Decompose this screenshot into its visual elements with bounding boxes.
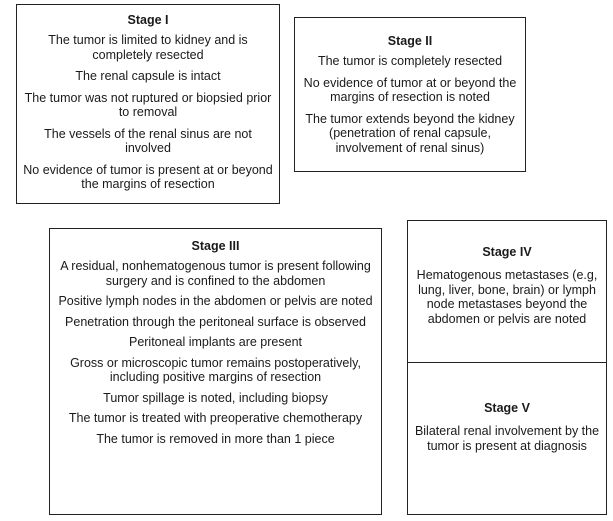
stage-2-criterion: No evidence of tumor at or beyond the ma…	[303, 75, 517, 105]
stage-3-criterion: Tumor spillage is noted, including biops…	[103, 390, 328, 405]
stage-1-criterion: The renal capsule is intact	[75, 69, 221, 83]
stage-3-criterion: Peritoneal implants are present	[128, 335, 302, 349]
stage-2-criterion: The tumor extends beyond the kidney (pen…	[305, 111, 515, 155]
stage-3-box: Stage III A residual, nonhematogenous tu…	[49, 228, 382, 515]
stage-2-criterion: The tumor is completely resected	[317, 54, 503, 68]
stage-4-title: Stage IV	[482, 245, 532, 259]
stage-1-title: Stage I	[127, 13, 169, 27]
stage-1-criterion: The tumor was not ruptured or biopsied p…	[24, 90, 272, 120]
stage-3-criterion: The tumor is treated with preoperative c…	[68, 411, 363, 425]
stage-3-criterion: Positive lymph nodes in the abdomen or p…	[58, 294, 373, 308]
stage-3-criterion: A residual, nonhematogenous tumor is pre…	[60, 259, 371, 288]
stage-4-box: Stage IV Hematogenous metastases (e.g, l…	[407, 220, 607, 363]
stage-2-box: Stage II The tumor is completely resecte…	[294, 17, 526, 172]
stage-3-criterion: Penetration through the peritoneal surfa…	[65, 314, 366, 329]
stage-2-title: Stage II	[387, 34, 433, 48]
stage-5-title: Stage V	[484, 401, 530, 415]
stage-1-criterion: The vessels of the renal sinus are not i…	[44, 126, 252, 156]
stage-3-criterion: Gross or microscopic tumor remains posto…	[70, 355, 361, 385]
stage-4-criterion: Hematogenous metastases (e.g, lung, live…	[416, 268, 598, 326]
stage-1-criterion: The tumor is limited to kidney and is co…	[48, 33, 248, 62]
stage-5-criterion: Bilateral renal involvement by the tumor…	[414, 424, 600, 453]
stage-3-criterion: The tumor is removed in more than 1 piec…	[96, 431, 335, 446]
stage-5-box: Stage V Bilateral renal involvement by t…	[407, 362, 607, 515]
stage-1-box: Stage I The tumor is limited to kidney a…	[16, 4, 280, 204]
stage-3-title: Stage III	[191, 239, 240, 253]
stage-1-criterion: No evidence of tumor is present at or be…	[23, 162, 273, 192]
